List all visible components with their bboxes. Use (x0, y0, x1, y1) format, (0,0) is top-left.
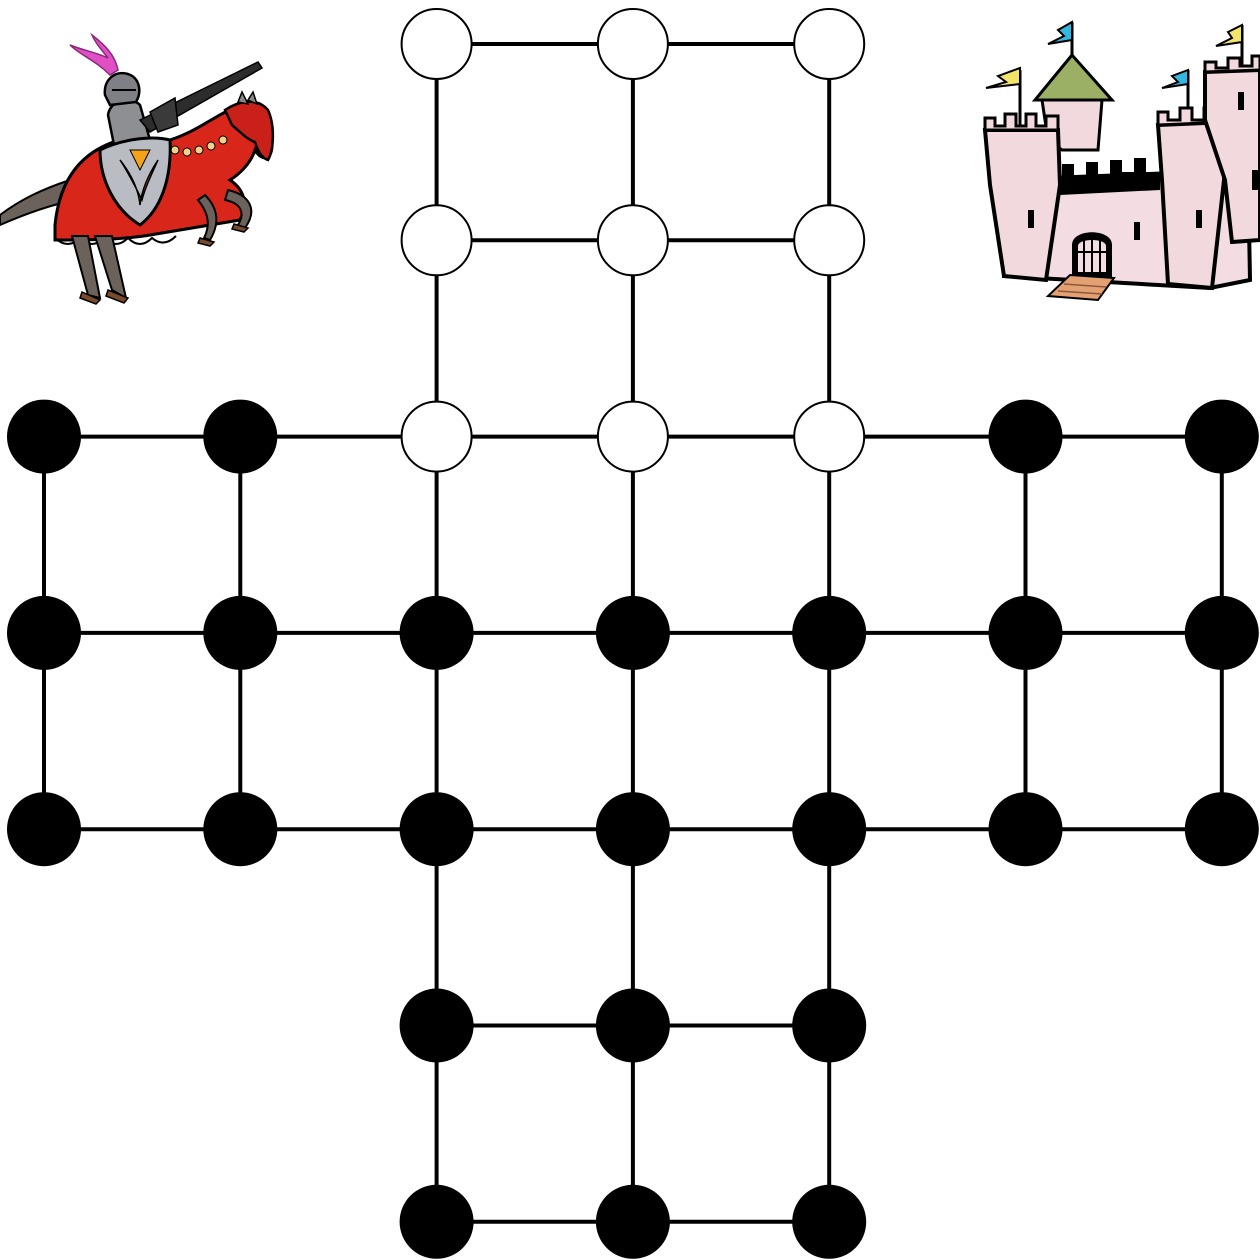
empty-hole[interactable] (598, 402, 668, 472)
peg[interactable] (596, 792, 670, 866)
empty-hole[interactable] (402, 205, 472, 275)
empty-hole[interactable] (794, 205, 864, 275)
peg[interactable] (989, 792, 1063, 866)
peg[interactable] (596, 596, 670, 670)
peg[interactable] (989, 400, 1063, 474)
peg[interactable] (1185, 792, 1259, 866)
peg[interactable] (792, 792, 866, 866)
peg[interactable] (400, 989, 474, 1063)
peg[interactable] (792, 989, 866, 1063)
peg[interactable] (7, 400, 81, 474)
peg[interactable] (7, 792, 81, 866)
peg[interactable] (400, 596, 474, 670)
empty-hole[interactable] (402, 402, 472, 472)
peg[interactable] (792, 1185, 866, 1259)
empty-hole[interactable] (402, 9, 472, 79)
peg[interactable] (203, 400, 277, 474)
peg[interactable] (596, 1185, 670, 1259)
empty-hole[interactable] (598, 205, 668, 275)
peg[interactable] (989, 596, 1063, 670)
peg[interactable] (1185, 400, 1259, 474)
peg[interactable] (7, 596, 81, 670)
peg[interactable] (400, 792, 474, 866)
peg[interactable] (1185, 596, 1259, 670)
peg[interactable] (792, 596, 866, 670)
peg[interactable] (203, 792, 277, 866)
peg[interactable] (400, 1185, 474, 1259)
empty-hole[interactable] (794, 402, 864, 472)
knight-on-horse-icon (0, 35, 273, 304)
peg[interactable] (203, 596, 277, 670)
castle-icon (985, 22, 1260, 300)
empty-hole[interactable] (598, 9, 668, 79)
peg[interactable] (596, 989, 670, 1063)
empty-hole[interactable] (794, 9, 864, 79)
